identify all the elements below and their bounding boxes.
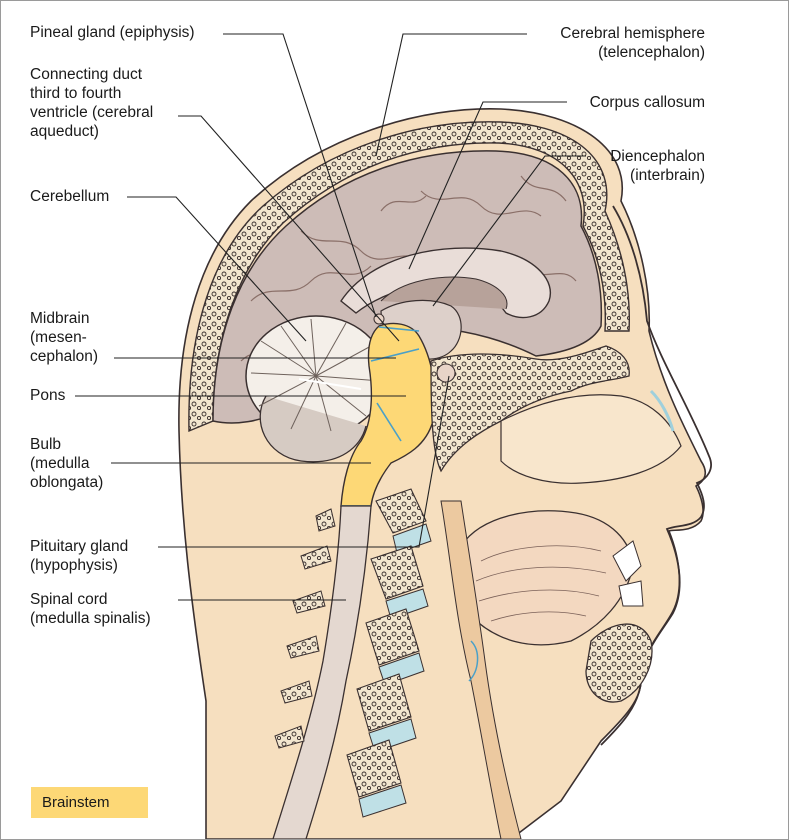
- label-corpus-callosum: Corpus callosum: [590, 93, 705, 112]
- pituitary-shape: [437, 364, 455, 382]
- mandible: [586, 624, 652, 702]
- label-bulb: Bulb (medulla oblongata): [30, 435, 103, 492]
- label-pituitary-gland: Pituitary gland (hypophysis): [30, 537, 128, 575]
- brainstem-legend-label: Brainstem: [42, 794, 110, 811]
- label-cerebellum: Cerebellum: [30, 187, 109, 206]
- label-cerebral-aqueduct: Connecting duct third to fourth ventricl…: [30, 65, 153, 141]
- label-cerebral-hemisphere: Cerebral hemisphere (telencephalon): [560, 24, 705, 62]
- label-pineal-gland: Pineal gland (epiphysis): [30, 23, 195, 42]
- label-spinal-cord: Spinal cord (medulla spinalis): [30, 590, 151, 628]
- label-pons: Pons: [30, 386, 65, 405]
- brainstem-legend: Brainstem: [31, 787, 148, 818]
- label-diencephalon: Diencephalon (interbrain): [610, 147, 705, 185]
- label-midbrain: Midbrain (mesen- cephalon): [30, 309, 98, 366]
